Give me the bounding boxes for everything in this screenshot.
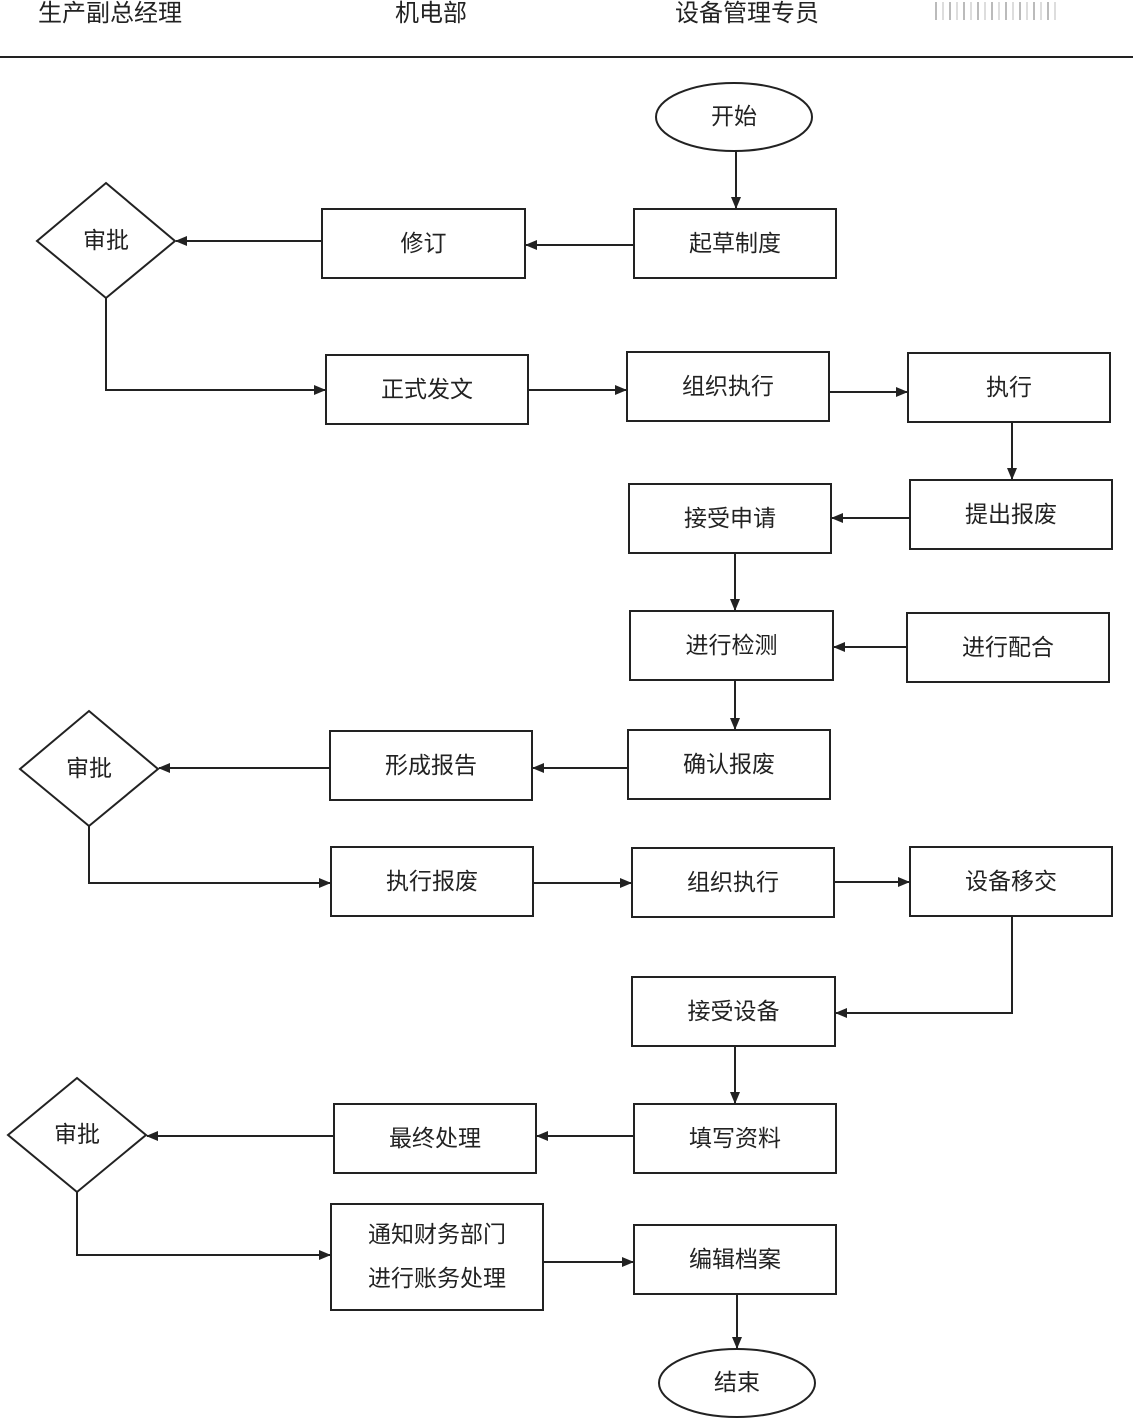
approve1-label: 审批 xyxy=(83,227,129,254)
approve3-label: 审批 xyxy=(54,1122,100,1148)
revise-box xyxy=(321,208,526,279)
handover-label: 设备移交 xyxy=(965,868,1057,895)
receive-equipment-box xyxy=(631,976,836,1047)
organize2-label: 组织执行 xyxy=(687,869,779,896)
draft-label: 起草制度 xyxy=(689,230,781,257)
arrow-approve3-notify xyxy=(76,1192,331,1260)
final-process-label: 最终处理 xyxy=(389,1125,481,1152)
organize2-box xyxy=(631,847,835,918)
notify-finance-box xyxy=(330,1203,544,1311)
report-label: 形成报告 xyxy=(385,752,477,779)
receive-equipment-label: 接受设备 xyxy=(687,998,780,1025)
propose-scrap-box xyxy=(909,479,1113,550)
fill-info-label: 填写资料 xyxy=(689,1125,781,1152)
confirm-scrap-label: 确认报废 xyxy=(683,751,775,778)
approve2-label: 审批 xyxy=(66,755,112,782)
inspect-label: 进行检测 xyxy=(685,632,778,659)
final-process-box xyxy=(333,1103,537,1174)
header-col-vp-production: 生产副总经理 xyxy=(38,0,182,27)
end-ellipse xyxy=(658,1348,816,1418)
cooperate-label: 进行配合 xyxy=(962,634,1054,661)
end-label: 结束 xyxy=(714,1370,760,1396)
archive-box xyxy=(633,1224,837,1295)
revise-label: 修订 xyxy=(400,230,447,257)
notify-finance-label: 通知财务部门 进行账务处理 xyxy=(368,1222,506,1292)
execute-box xyxy=(907,352,1111,423)
execute-scrap-box xyxy=(330,846,534,917)
header-col-mech-dept: 机电部 xyxy=(395,0,467,27)
execute-scrap-label: 执行报废 xyxy=(386,868,478,895)
organize1-box xyxy=(626,351,830,422)
start-ellipse xyxy=(655,82,813,152)
header-col-fourth-cropped xyxy=(935,2,1090,22)
draft-box xyxy=(633,208,837,279)
archive-label: 编辑档案 xyxy=(689,1246,781,1273)
header-col-equipment-specialist: 设备管理专员 xyxy=(675,0,819,27)
inspect-box xyxy=(629,610,834,681)
handover-box xyxy=(909,846,1113,917)
execute-label: 执行 xyxy=(986,374,1032,401)
accept-request-label: 接受申请 xyxy=(684,505,776,532)
propose-scrap-label: 提出报废 xyxy=(965,501,1057,528)
publish-label: 正式发文 xyxy=(381,376,473,403)
fill-info-box xyxy=(633,1103,837,1174)
accept-request-box xyxy=(628,483,832,554)
header-divider xyxy=(0,56,1133,58)
confirm-scrap-box xyxy=(627,729,831,800)
arrow-handover-receive xyxy=(835,916,1013,1018)
arrow-approve1-publish xyxy=(105,298,326,395)
organize1-label: 组织执行 xyxy=(682,373,774,400)
start-label: 开始 xyxy=(711,104,757,130)
report-box xyxy=(329,730,533,801)
arrow-approve2-execute-scrap xyxy=(88,826,331,888)
